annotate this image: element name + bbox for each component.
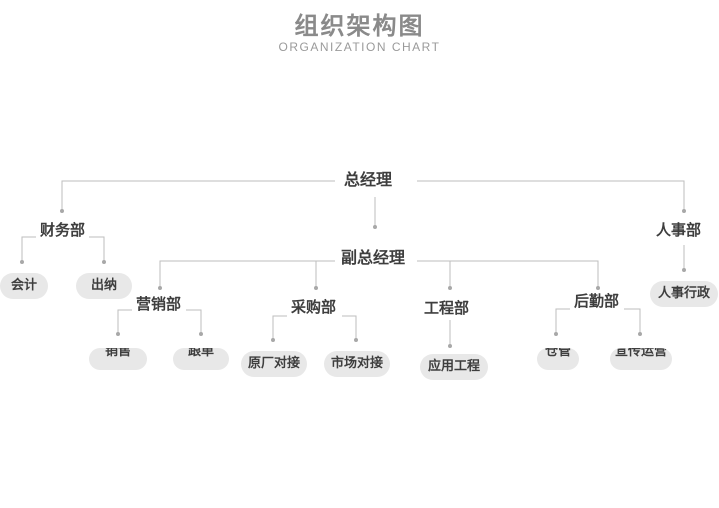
node-hr: 人事部 xyxy=(652,220,706,240)
connector-purchasing-market xyxy=(342,315,357,340)
node-engineering: 工程部 xyxy=(420,298,474,318)
node-finance: 财务部 xyxy=(36,220,90,240)
connector-purchasing-factory xyxy=(272,315,288,340)
connector-deputy-right xyxy=(417,260,599,288)
leaf-hr-admin: 人事行政 xyxy=(650,281,718,307)
leaf-application-engineering: 应用工程 xyxy=(420,354,488,380)
node-general-manager: 总经理 xyxy=(340,170,397,190)
leaf-sales: 销售 xyxy=(89,348,147,370)
connector-finance-cashier xyxy=(89,236,105,262)
node-marketing: 营销部 xyxy=(132,294,186,314)
chart-title: 组织架构图 xyxy=(294,12,425,40)
chart-subtitle: ORGANIZATION CHART xyxy=(278,40,441,54)
leaf-follow-up: 跟单 xyxy=(173,348,229,370)
connector-gm-finance xyxy=(61,180,335,210)
leaf-factory-liaison: 原厂对接 xyxy=(241,351,307,377)
leaf-promotion-ops: 宣传运营 xyxy=(610,348,672,370)
connector-logistics-promotion xyxy=(624,308,641,334)
node-purchasing: 采购部 xyxy=(287,297,341,317)
leaf-market-liaison: 市场对接 xyxy=(324,351,390,377)
connector-deputy-left xyxy=(159,260,335,288)
leaf-cashier: 出纳 xyxy=(76,273,132,299)
node-logistics: 后勤部 xyxy=(570,291,624,311)
connector-marketing-followup xyxy=(186,309,202,334)
leaf-warehouse: 仓管 xyxy=(537,348,579,370)
node-deputy-general-manager: 副总经理 xyxy=(337,248,410,268)
connector-logistics-warehouse xyxy=(555,308,570,334)
connector-finance-accounting xyxy=(21,236,36,262)
connector-marketing-sales xyxy=(117,309,132,334)
leaf-accounting: 会计 xyxy=(0,273,48,299)
connector-gm-hr xyxy=(417,180,685,210)
